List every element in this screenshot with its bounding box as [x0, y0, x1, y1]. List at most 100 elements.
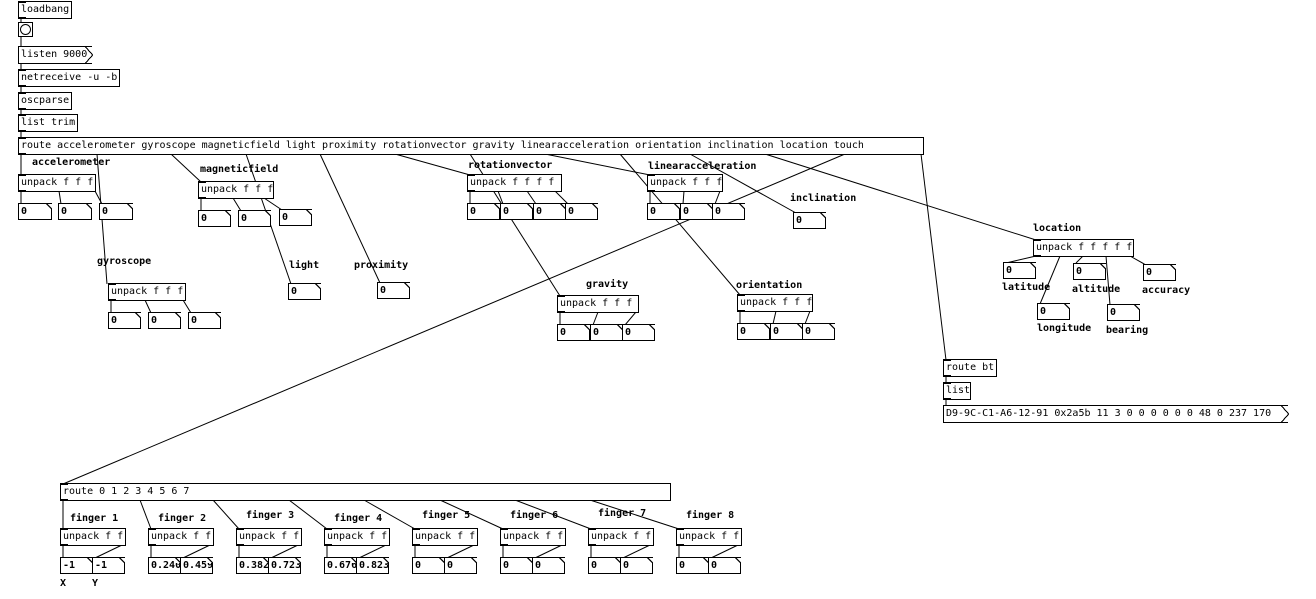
unpack-finger[interactable]: unpack f f — [60, 528, 126, 546]
gyroscope-y-number[interactable]: 0 — [148, 312, 181, 329]
unpack-finger[interactable]: unpack f f — [236, 528, 302, 546]
unpack-gyroscope[interactable]: unpack f f f — [108, 283, 186, 301]
unpack-finger[interactable]: unpack f f — [500, 528, 566, 546]
finger-comment: finger 5 — [422, 510, 471, 521]
bt-data-message[interactable]: D9-9C-C1-A6-12-91 0x2a5b 11 3 0 0 0 0 0 … — [943, 405, 1289, 423]
patch-cord[interactable] — [544, 153, 651, 176]
magneticfield-z-number[interactable]: 0 — [279, 209, 312, 226]
accelerometer-y-number[interactable]: 0 — [58, 203, 92, 220]
finger-x-number[interactable]: 0.240 — [148, 557, 181, 574]
latitude-number[interactable]: 0 — [1003, 262, 1036, 279]
finger-comment: finger 1 — [70, 513, 119, 524]
finger-y-number[interactable]: 0.459 — [180, 557, 213, 574]
route-touch-object[interactable]: route 0 1 2 3 4 5 6 7 — [60, 483, 671, 501]
message-label: D9-9C-C1-A6-12-91 0x2a5b 11 3 0 0 0 0 0 … — [946, 408, 1272, 419]
magneticfield-x-number[interactable]: 0 — [198, 210, 231, 227]
finger-x-number[interactable]: 0.676 — [324, 557, 357, 574]
finger-x-number[interactable]: 0.382 — [236, 557, 269, 574]
gyroscope-x-number[interactable]: 0 — [108, 312, 141, 329]
unpack-gravity[interactable]: unpack f f f — [557, 295, 639, 313]
listen-message[interactable]: listen 9000 — [18, 46, 93, 64]
netreceive-object[interactable]: netreceive -u -b — [18, 69, 120, 87]
object-label: route 0 1 2 3 4 5 6 7 — [63, 486, 190, 497]
unpack-orientation[interactable]: unpack f f f — [737, 294, 813, 312]
altitude-comment: altitude — [1072, 284, 1121, 295]
finger-y-number[interactable]: 0 — [444, 557, 477, 574]
patch-cord[interactable] — [1105, 255, 1111, 306]
route-sensors-object[interactable]: route accelerometer gyroscope magneticfi… — [18, 137, 924, 155]
patch-cord[interactable] — [170, 153, 202, 183]
unpack-finger[interactable]: unpack f f — [588, 528, 654, 546]
unpack-finger[interactable]: unpack f f — [324, 528, 390, 546]
object-label: unpack f f — [503, 531, 564, 542]
gravity-comment: gravity — [586, 279, 629, 290]
finger-y-number[interactable]: 0 — [708, 557, 741, 574]
magneticfield-y-number[interactable]: 0 — [238, 210, 271, 227]
longitude-number[interactable]: 0 — [1037, 303, 1070, 320]
patch-cord[interactable] — [920, 153, 947, 361]
unpack-linearacceleration[interactable]: unpack f f f — [647, 174, 723, 192]
oscparse-object[interactable]: oscparse — [18, 92, 72, 110]
orientation-x-number[interactable]: 0 — [737, 323, 770, 340]
finger-x-number[interactable]: 0 — [412, 557, 445, 574]
finger-x-number[interactable]: 0 — [500, 557, 533, 574]
rotationvector-1-number[interactable]: 0 — [467, 203, 500, 220]
finger-y-number[interactable]: 0 — [620, 557, 653, 574]
patch-cord[interactable] — [1039, 255, 1061, 305]
unpack-finger[interactable]: unpack f f — [412, 528, 478, 546]
finger-y-number[interactable]: 0.823 — [356, 557, 389, 574]
unpack-rotationvector[interactable]: unpack f f f f — [467, 174, 562, 192]
patch-cord[interactable] — [288, 499, 328, 530]
unpack-accelerometer[interactable]: unpack f f f — [18, 174, 96, 192]
proximity-number[interactable]: 0 — [377, 282, 410, 299]
inclination-comment: inclination — [790, 193, 857, 204]
gravity-y-number[interactable]: 0 — [590, 324, 623, 341]
finger-x-number[interactable]: 0 — [588, 557, 621, 574]
linearacceleration-y-number[interactable]: 0 — [680, 203, 713, 220]
unpack-magneticfield[interactable]: unpack f f f — [198, 181, 274, 199]
gyroscope-z-number[interactable]: 0 — [188, 312, 221, 329]
finger-y-number[interactable]: 0 — [532, 557, 565, 574]
object-label: netreceive -u -b — [21, 72, 118, 83]
x-label: X — [60, 578, 67, 589]
object-label: unpack f f — [327, 531, 388, 542]
loadbang-object[interactable]: loadbang — [18, 1, 72, 19]
patch-cord[interactable] — [212, 499, 240, 530]
gravity-z-number[interactable]: 0 — [622, 324, 655, 341]
finger-comment: finger 7 — [598, 508, 647, 519]
accuracy-number[interactable]: 0 — [1143, 264, 1176, 281]
finger-y-number[interactable]: 0.723 — [268, 557, 301, 574]
bang-button[interactable] — [18, 22, 33, 37]
linearacceleration-x-number[interactable]: 0 — [647, 203, 680, 220]
orientation-z-number[interactable]: 0 — [802, 323, 835, 340]
light-number[interactable]: 0 — [288, 283, 321, 300]
route-bt-object[interactable]: route bt — [943, 359, 997, 377]
altitude-number[interactable]: 0 — [1073, 263, 1106, 280]
object-label: loadbang — [21, 4, 70, 15]
orientation-y-number[interactable]: 0 — [770, 323, 803, 340]
list-object[interactable]: list — [943, 382, 971, 400]
finger-y-number[interactable]: -1 — [92, 557, 125, 574]
object-label: unpack f f f — [21, 177, 94, 188]
rotationvector-4-number[interactable]: 0 — [565, 203, 598, 220]
accelerometer-z-number[interactable]: 0 — [99, 203, 133, 220]
patch-cord[interactable] — [139, 499, 152, 530]
rotationvector-3-number[interactable]: 0 — [533, 203, 566, 220]
accelerometer-x-number[interactable]: 0 — [18, 203, 52, 220]
finger-x-number[interactable]: 0 — [676, 557, 709, 574]
finger-comment: finger 3 — [246, 510, 295, 521]
list-trim-object[interactable]: list trim — [18, 114, 78, 132]
bearing-number[interactable]: 0 — [1107, 304, 1140, 321]
finger-x-number[interactable]: -1 — [60, 557, 93, 574]
magneticfield-comment: magneticfield — [200, 164, 279, 175]
unpack-location[interactable]: unpack f f f f f — [1033, 239, 1134, 257]
inclination-number[interactable]: 0 — [793, 212, 826, 229]
unpack-finger[interactable]: unpack f f — [148, 528, 214, 546]
patch-cord[interactable] — [1075, 255, 1084, 264]
patch-cord[interactable] — [394, 153, 471, 176]
y-label: Y — [92, 578, 99, 589]
gravity-x-number[interactable]: 0 — [557, 324, 590, 341]
rotationvector-2-number[interactable]: 0 — [500, 203, 533, 220]
unpack-finger[interactable]: unpack f f — [676, 528, 742, 546]
linearacceleration-z-number[interactable]: 0 — [712, 203, 745, 220]
